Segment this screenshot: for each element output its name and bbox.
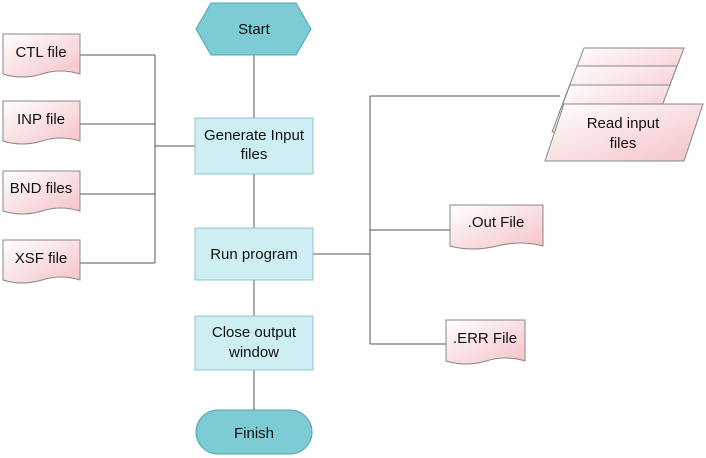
input-xsf-file: XSF file	[2, 239, 81, 284]
start-label: Start	[238, 21, 271, 38]
read-input-files-node: Read input files	[544, 47, 704, 162]
generate-label-line-2: files	[241, 146, 268, 163]
close-label-line-2: window	[228, 344, 279, 361]
input-ctl-label: CTL file	[15, 44, 66, 61]
out-file-label: .Out File	[468, 214, 525, 231]
input-xsf-label: XSF file	[15, 250, 68, 267]
finish-node: Finish	[195, 409, 313, 455]
start-node: Start	[195, 2, 312, 56]
generate-input-files-node: Generate Input files	[194, 117, 314, 175]
out-file-node: .Out File	[449, 204, 544, 250]
close-output-window-node: Close output window	[194, 315, 314, 371]
input-inp-file: INP file	[2, 100, 81, 145]
connectors	[80, 54, 560, 410]
generate-label-line-1: Generate Input	[204, 127, 305, 144]
read-input-label-line-2: files	[610, 135, 637, 152]
err-file-node: .ERR File	[445, 319, 526, 365]
close-label-line-1: Close output	[212, 324, 297, 341]
input-bnd-files: BND files	[2, 170, 81, 215]
run-program-node: Run program	[194, 227, 314, 281]
read-input-label-line-1: Read input	[587, 115, 660, 132]
run-program-label: Run program	[210, 246, 298, 263]
input-ctl-file: CTL file	[2, 33, 81, 78]
finish-label: Finish	[234, 425, 274, 442]
input-bnd-label: BND files	[10, 180, 73, 197]
err-file-label: .ERR File	[453, 330, 517, 347]
input-inp-label: INP file	[17, 111, 65, 128]
